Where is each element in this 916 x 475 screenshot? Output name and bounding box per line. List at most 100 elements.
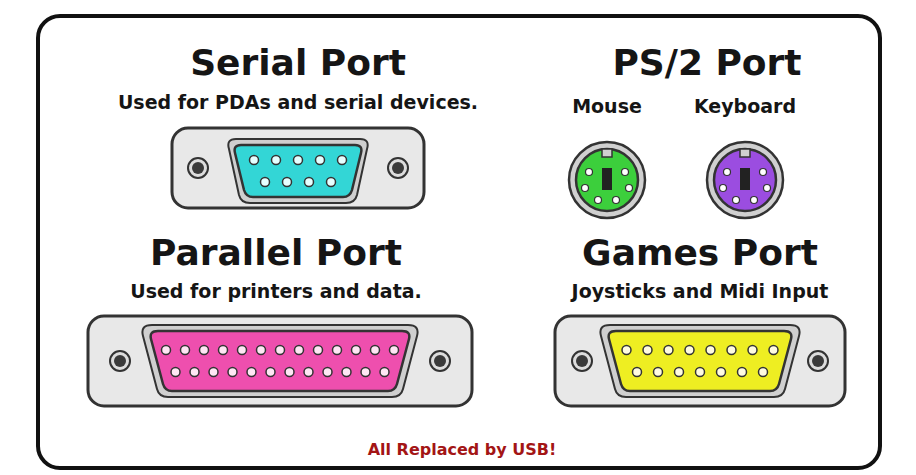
connector-shroud (142, 325, 417, 397)
screw (188, 158, 208, 178)
pin (595, 197, 602, 204)
pin (272, 156, 281, 165)
pin (664, 346, 673, 355)
pin (582, 185, 589, 192)
pin (751, 197, 758, 204)
mount-plate (172, 128, 424, 208)
parallel-connector (88, 316, 472, 406)
screw-hole (392, 162, 404, 174)
label-anchor: PS/2 Port (612, 42, 801, 83)
footer-note: All Replaced by USB! (368, 441, 557, 459)
screw (572, 351, 592, 371)
screw-hole (192, 162, 204, 174)
panel (38, 16, 880, 468)
port-description: Joysticks and Midi Input (572, 281, 829, 303)
pin (760, 169, 767, 176)
pin (316, 156, 325, 165)
connector-ring (707, 142, 783, 218)
pin (228, 368, 237, 377)
pin (622, 169, 629, 176)
pin (586, 169, 593, 176)
label-anchor: Serial Port (190, 42, 406, 83)
port-title: Games Port (582, 232, 818, 273)
pin (390, 346, 399, 355)
serial-connector (172, 128, 424, 208)
pin (219, 346, 228, 355)
pins (162, 346, 399, 377)
pin (294, 156, 303, 165)
label-anchor: All Replaced by USB! (368, 441, 557, 459)
pin (727, 346, 736, 355)
pin (190, 368, 199, 377)
connector-face (235, 145, 362, 197)
pin (361, 368, 370, 377)
pin (748, 346, 757, 355)
pin (304, 368, 313, 377)
screw-hole (114, 355, 126, 367)
pin (327, 178, 336, 187)
ps2-keyboard-connector (707, 142, 783, 218)
pin (247, 368, 256, 377)
mount-plate (88, 316, 472, 406)
connector-label: Mouse (572, 96, 642, 118)
pin (305, 178, 314, 187)
pin (720, 185, 727, 192)
pin (338, 156, 347, 165)
label-anchor: Used for PDAs and serial devices. (118, 92, 478, 114)
pin (238, 346, 247, 355)
port-title: Parallel Port (150, 232, 402, 273)
mount-plate (555, 316, 845, 406)
pin (380, 368, 389, 377)
pin (613, 197, 620, 204)
ps2-mouse-connector (569, 142, 645, 218)
pin (706, 346, 715, 355)
pin (171, 368, 180, 377)
pin (181, 346, 190, 355)
pin (696, 368, 705, 377)
connector-ring (569, 142, 645, 218)
pin (633, 368, 642, 377)
pin (759, 368, 768, 377)
port-title: Serial Port (190, 42, 406, 83)
label-anchor: Used for printers and data. (130, 281, 422, 303)
pin (257, 346, 266, 355)
pin (685, 346, 694, 355)
pin (733, 197, 740, 204)
pin (675, 368, 684, 377)
label-anchor: Games Port (582, 232, 818, 273)
label-anchor: Joysticks and Midi Input (572, 281, 829, 303)
pin (162, 346, 171, 355)
key-notch (602, 149, 612, 157)
pins (720, 169, 771, 204)
pin (764, 185, 771, 192)
pin (643, 346, 652, 355)
pin (285, 368, 294, 377)
connector-shroud (228, 139, 367, 203)
connector-face (714, 149, 776, 211)
pin (738, 368, 747, 377)
connector-label: Keyboard (694, 96, 796, 118)
connector-shroud (600, 325, 799, 397)
screw (388, 158, 408, 178)
connector-face (151, 331, 410, 391)
screw (110, 351, 130, 371)
pin (622, 346, 631, 355)
pin (724, 169, 731, 176)
pin (250, 156, 259, 165)
screw-hole (812, 355, 824, 367)
pin (314, 346, 323, 355)
pin (342, 368, 351, 377)
pin (352, 346, 361, 355)
pin (323, 368, 332, 377)
pin (371, 346, 380, 355)
connector-face (576, 149, 638, 211)
screw (808, 351, 828, 371)
port-description: Used for printers and data. (130, 281, 422, 303)
pin (283, 178, 292, 187)
connector-face (609, 331, 792, 391)
pins (250, 156, 347, 187)
pin (717, 368, 726, 377)
pin (276, 346, 285, 355)
port-description: Used for PDAs and serial devices. (118, 92, 478, 114)
